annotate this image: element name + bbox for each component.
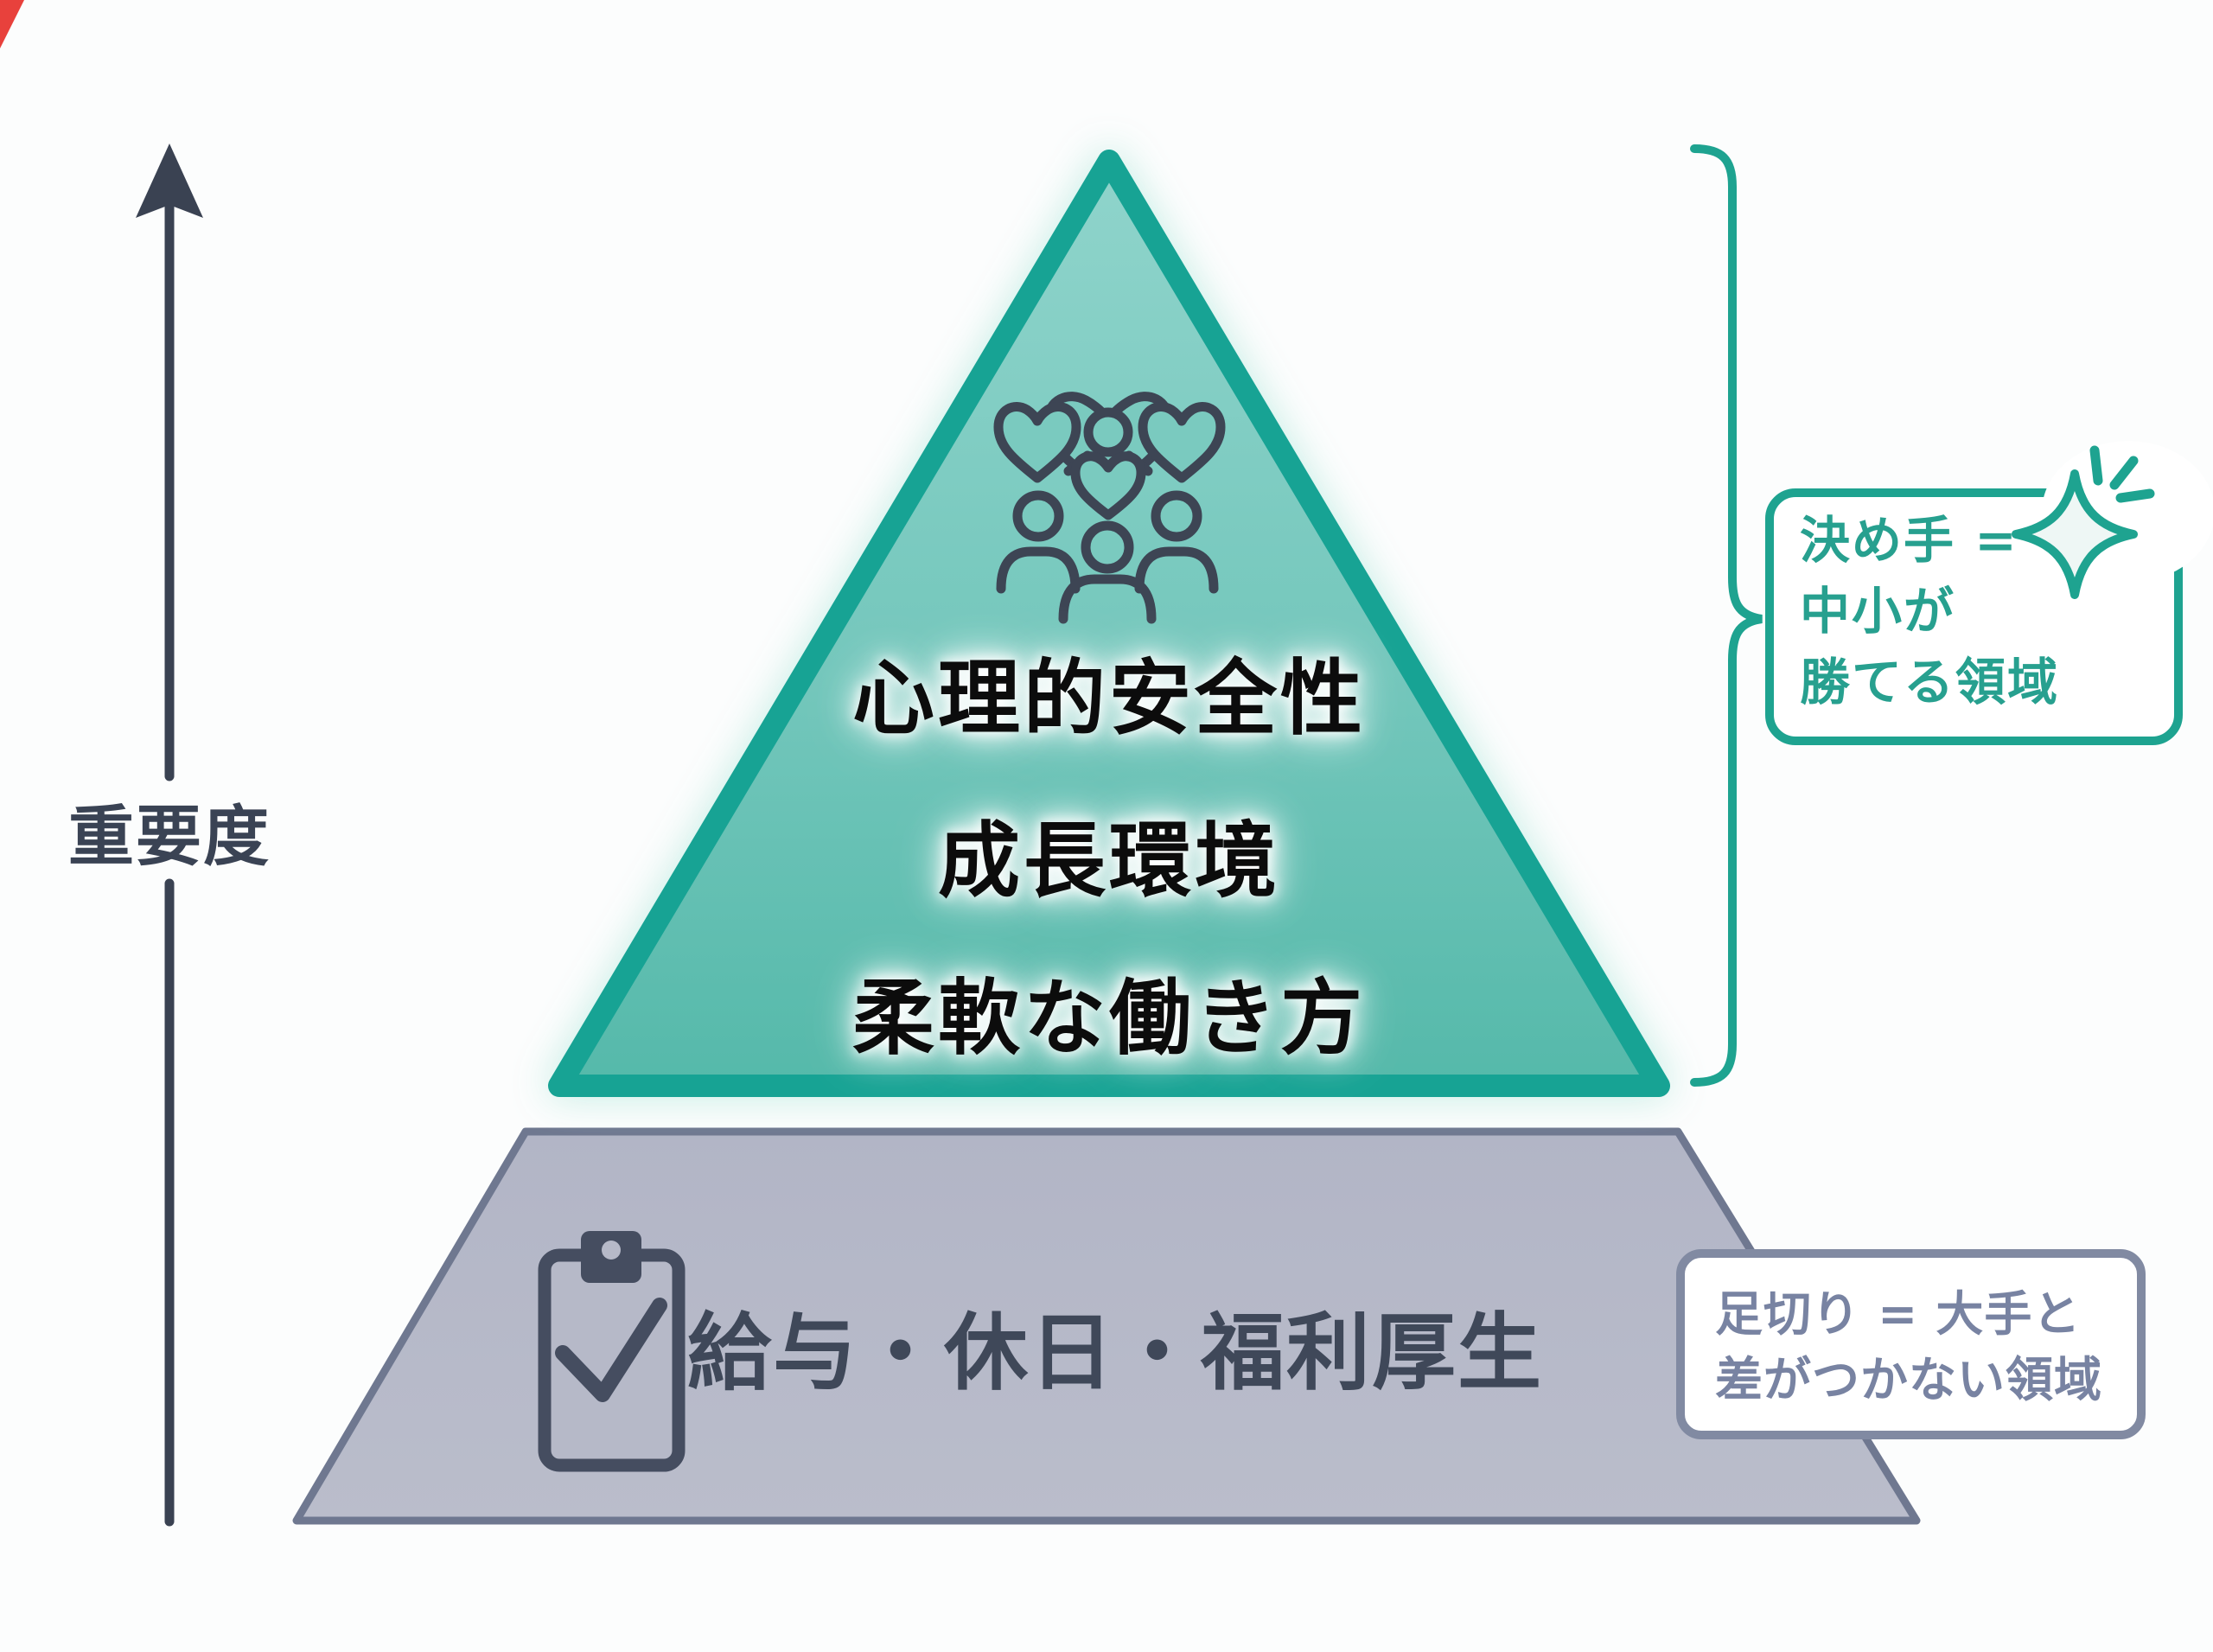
base-note-line-1: 足切り = 大手と	[1715, 1286, 2082, 1342]
sparkle-icon	[2012, 441, 2213, 599]
top-tier-line-1: 心理的安全性	[851, 651, 1367, 747]
top-tier-brace	[1690, 144, 1763, 1087]
corner-red-mark	[0, 0, 24, 48]
base-note-line-2: 差がつかない領域	[1715, 1352, 2103, 1407]
axis-label: 重要度	[68, 798, 271, 875]
top-note-text: 決め手 = 中小が 勝てる領域	[1800, 505, 2059, 718]
top-tier-line-2: 成長環境	[937, 813, 1281, 909]
top-tier-line-3: 柔軟な働き方	[851, 971, 1367, 1067]
top-note-line-3: 勝てる領域	[1800, 653, 2060, 711]
base-tier-label: 給与・休日・福利厚生	[687, 1304, 1543, 1402]
top-note-line-1: 決め手 =	[1800, 511, 2018, 570]
top-note-line-2: 中小が	[1800, 582, 1956, 641]
clipboard-check-icon	[538, 1231, 686, 1472]
base-note-box	[1676, 1249, 2146, 1439]
pyramid-base-trapezoid	[292, 1127, 1921, 1525]
team-hearts-icon	[993, 392, 1226, 624]
importance-arrow	[136, 144, 203, 1527]
pyramid-top-triangle	[548, 150, 1670, 1097]
base-note-text: 足切り = 大手と 差がつかない領域	[1715, 1281, 2102, 1413]
